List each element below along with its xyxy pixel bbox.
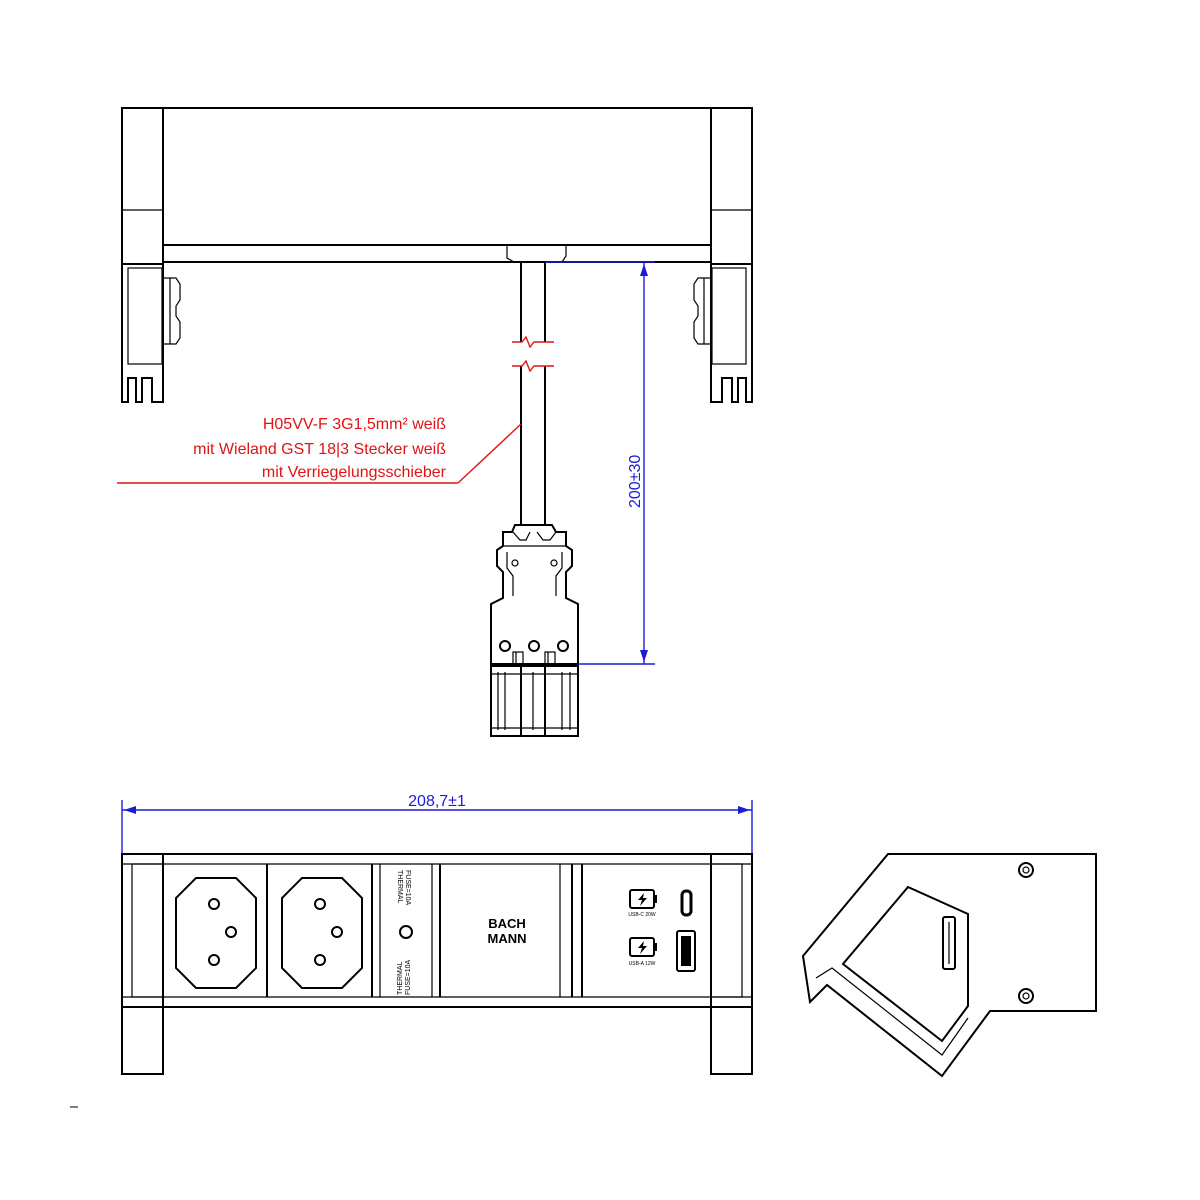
front-left-cap [121, 853, 164, 1075]
fuse-label-bottom-1: THERMAL [397, 961, 404, 995]
top-view: 200±30 H05VV-F 3G1,5mm² weiß mit Wieland… [117, 107, 753, 737]
screw-icon [1018, 862, 1034, 878]
width-text: 208,7±1 [408, 793, 466, 810]
bachmann-logo-module: BACH MANN [488, 916, 527, 946]
usb-a-port [676, 930, 696, 972]
fuse-reset-button [399, 925, 413, 939]
fuse-label-top-2: FUSE=10A [404, 870, 411, 906]
usb-a-rating: USB-A 12W [629, 961, 656, 967]
thermal-fuse-module: THERMAL FUSE=10A THERMAL FUSE=10A [396, 870, 413, 995]
cable-length-text: 200±30 [627, 455, 644, 508]
cable-spec-line3: mit Verriegelungsschieber [262, 464, 447, 481]
cable-annotation: H05VV-F 3G1,5mm² weiß mit Wieland GST 18… [117, 416, 522, 484]
cable-spec-line2: mit Wieland GST 18|3 Stecker weiß [193, 441, 446, 458]
cable-break-mark [512, 335, 554, 349]
fuse-label-bottom-2: FUSE=10A [405, 959, 412, 995]
width-dimension: 208,7±1 [121, 793, 753, 854]
front-right-cap [710, 853, 753, 1075]
wieland-connector [490, 524, 579, 737]
usb-c-port [680, 889, 693, 917]
side-view [801, 853, 1097, 1078]
usb-charger-module: USB-C 20W USB-A 12W [628, 889, 696, 972]
left-end-cap [121, 107, 164, 265]
side-inner-profile [841, 885, 969, 1043]
left-foot [121, 264, 164, 403]
side-profile [801, 853, 1097, 1078]
cable-spec-line1: H05VV-F 3G1,5mm² weiß [263, 416, 446, 433]
right-end-cap [710, 107, 753, 265]
front-frame [121, 853, 753, 1008]
screw-icon [1018, 988, 1034, 1004]
socket-2 [281, 877, 363, 989]
usb-c-rating: USB-C 20W [628, 912, 656, 918]
fuse-label-top-1: THERMAL [396, 870, 403, 904]
top-body [162, 107, 712, 246]
right-foot [710, 264, 753, 403]
socket-1 [175, 877, 257, 989]
logo-line1: BACH [488, 916, 526, 931]
front-view: 208,7±1 [121, 793, 753, 1075]
cable-length-dimension: 200±30 [545, 261, 655, 665]
logo-line2: MANN [488, 931, 527, 946]
